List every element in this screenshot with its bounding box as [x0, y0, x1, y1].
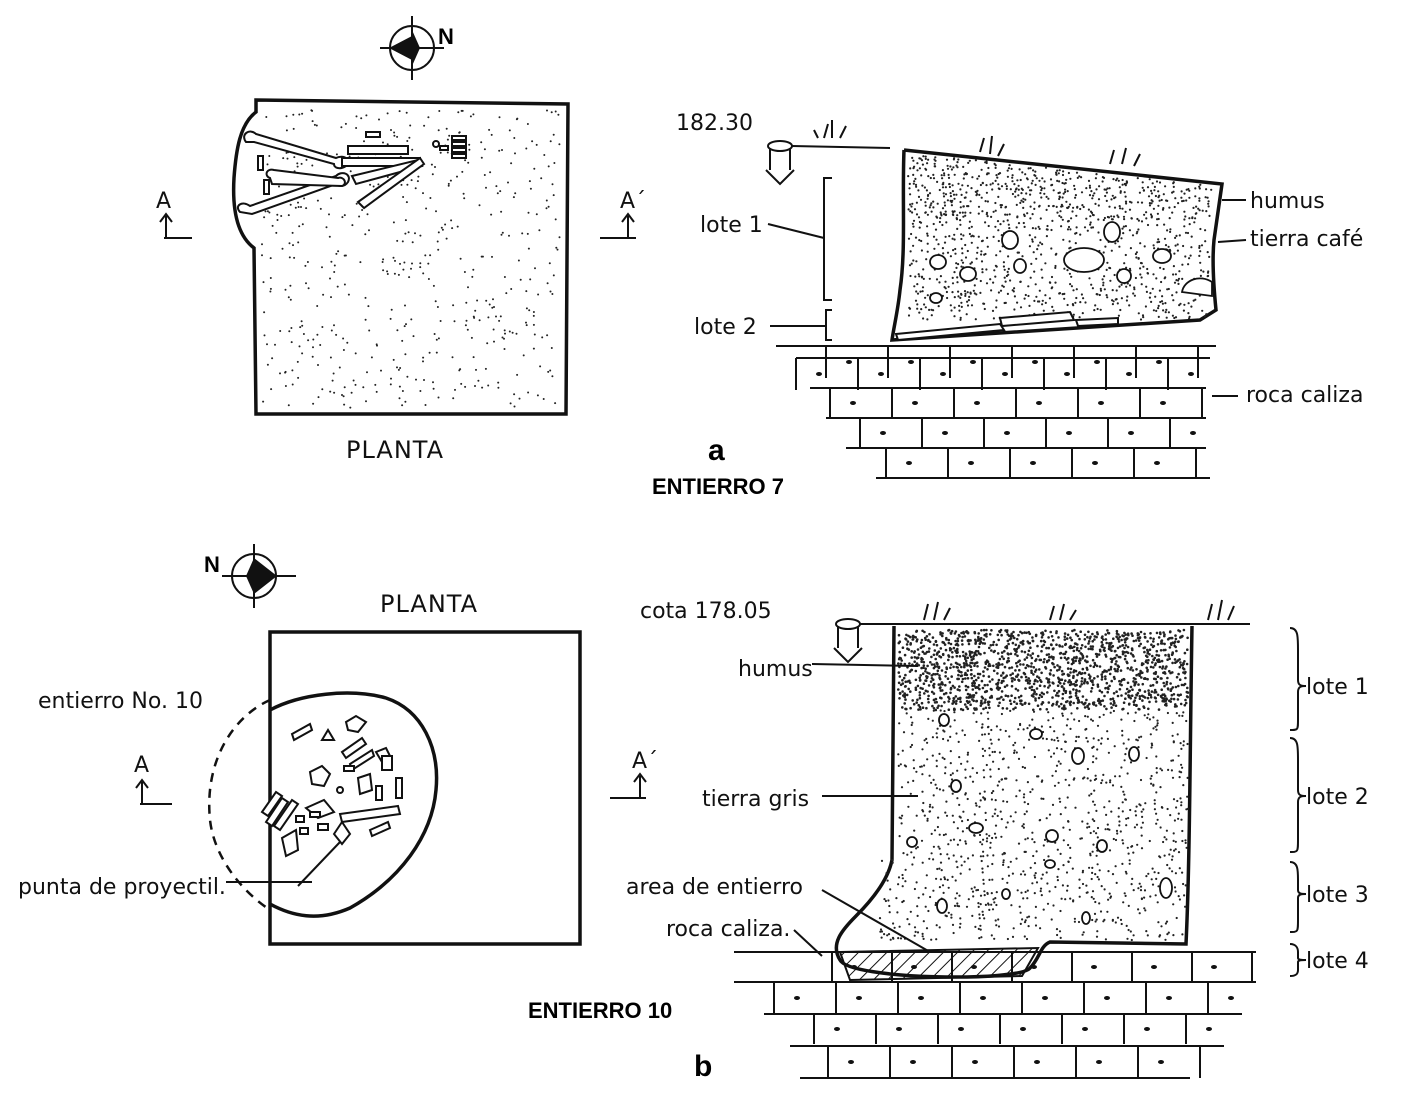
- north-label: N: [204, 552, 220, 577]
- humus-label: humus: [1250, 189, 1325, 214]
- burial-area-label: area de entierro: [626, 875, 803, 900]
- section-mark-a-prime: [600, 212, 636, 239]
- profile-stipple: [907, 155, 1213, 321]
- lot1-label: lote 1: [1306, 675, 1369, 700]
- datum-marker-icon: [833, 618, 1250, 664]
- burial-area-hatched: [838, 946, 1040, 982]
- north-arrow-icon: [222, 544, 296, 608]
- north-label: N: [438, 24, 454, 49]
- plan-outline: [231, 98, 570, 416]
- soil-label: tierra gris: [702, 787, 809, 812]
- figure-title: ENTIERRO 7: [652, 474, 784, 499]
- lot-brackets: [1289, 627, 1307, 977]
- plan-label: PLANTA: [346, 436, 444, 464]
- elevation-label: 182.30: [676, 111, 753, 136]
- rock-label: roca caliza: [1246, 383, 1363, 408]
- section-label-a-prime: A´: [632, 749, 658, 774]
- skeleton-remains: [260, 714, 403, 858]
- plan-label: PLANTA: [380, 590, 478, 618]
- burial-number-label: entierro No. 10: [38, 689, 203, 714]
- skeleton-profile: [894, 310, 1119, 342]
- north-arrow-icon: [380, 16, 444, 80]
- grass-icon: [923, 599, 1235, 621]
- grass-icon: [813, 120, 1141, 167]
- figure-a: N A: [156, 16, 1363, 499]
- section-mark-a-prime: [610, 772, 647, 799]
- projectile-label: punta de proyectil.: [18, 875, 226, 900]
- lot2-label: lote 2: [694, 315, 757, 340]
- figure-letter: b: [694, 1050, 712, 1083]
- burial-pit-outline: [269, 691, 439, 918]
- section-label-a: A: [156, 189, 171, 214]
- stones: [906, 713, 1173, 925]
- figure-letter: a: [708, 434, 725, 467]
- section-mark-a: [135, 778, 172, 805]
- pit-extension-outline: [207, 698, 271, 912]
- figure-title: ENTIERRO 10: [528, 998, 672, 1023]
- limestone-bricks: [776, 345, 1216, 479]
- lot1-label: lote 1: [700, 213, 763, 238]
- limestone-bricks: [734, 951, 1256, 1079]
- plan-outline: [268, 630, 582, 946]
- figure-b: N PLANTA: [18, 544, 1369, 1083]
- profile-stipple: [878, 628, 1190, 942]
- section-label-a-prime: A´: [620, 189, 646, 214]
- datum-marker-icon: [765, 140, 891, 186]
- lot4-label: lote 4: [1306, 949, 1369, 974]
- lot2-bracket: [825, 309, 832, 341]
- lot2-label: lote 2: [1306, 785, 1369, 810]
- lot3-label: lote 3: [1306, 883, 1369, 908]
- elevation-label: cota 178.05: [640, 599, 772, 624]
- stones: [929, 221, 1213, 304]
- soil-label: tierra café: [1250, 227, 1363, 252]
- humus-label: humus: [738, 657, 813, 682]
- section-mark-a: [159, 212, 192, 239]
- skeleton-remains: [236, 130, 467, 216]
- excavation-profile: [889, 148, 1224, 342]
- section-label-a: A: [134, 753, 149, 778]
- lot1-bracket: [823, 177, 832, 301]
- rock-label: roca caliza.: [666, 917, 790, 942]
